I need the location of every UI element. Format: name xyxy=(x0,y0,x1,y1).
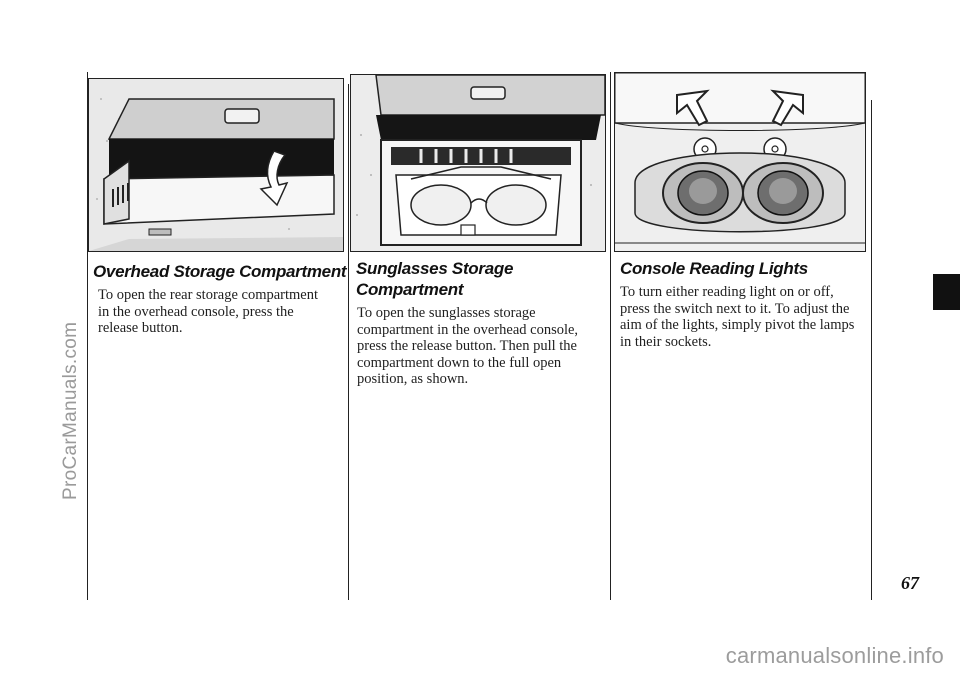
column-rule-right xyxy=(871,100,872,600)
page-number: 67 xyxy=(901,573,919,593)
section-tab-marker xyxy=(933,274,960,310)
reading-lights-illustration xyxy=(614,72,866,252)
column-rule-mid-right xyxy=(610,72,611,600)
overhead-storage-illustration xyxy=(88,78,344,252)
section-body-reading-lights: To turn either reading light on or off, … xyxy=(620,284,855,350)
sunglasses-storage-illustration xyxy=(350,74,606,252)
section-body-sunglasses-storage: To open the sunglasses storage compartme… xyxy=(357,305,579,387)
section-heading-sunglasses-storage: Sunglasses Storage Compartment xyxy=(356,259,514,299)
section-body-overhead-storage: To open the rear storage compartment in … xyxy=(98,287,319,336)
column-rule-left xyxy=(87,72,88,600)
side-watermark: ProCarManuals.com xyxy=(60,321,81,500)
section-heading-overhead-storage: Overhead Storage Compartment xyxy=(93,262,347,281)
section-heading-reading-lights: Console Reading Lights xyxy=(620,259,808,278)
column-rule-mid-left xyxy=(348,84,349,600)
footer-watermark: carmanualsonline.info xyxy=(725,643,944,668)
